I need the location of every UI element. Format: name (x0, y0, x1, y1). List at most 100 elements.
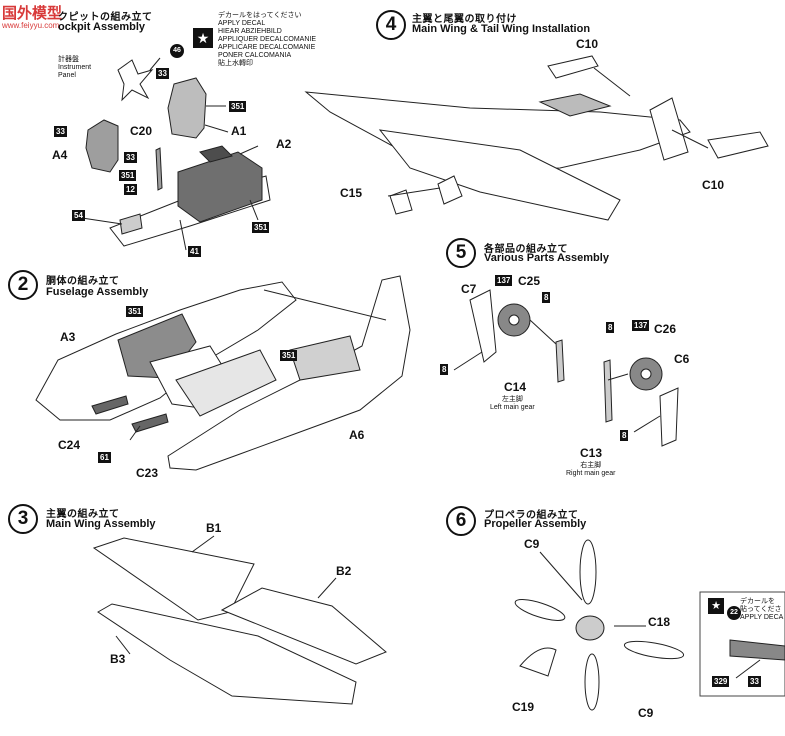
step1-part-46: 46 (170, 44, 184, 58)
decal-star-icon: ★ (193, 28, 213, 48)
exhaust-right (131, 413, 169, 433)
instrument-panel-label: 計器盤 Instrument Panel (58, 56, 91, 80)
step1-label-a2: A2 (276, 137, 292, 151)
ip-line-3: Panel (58, 72, 76, 79)
step2-box-61: 61 (98, 452, 111, 463)
step2-label-c23: C23 (136, 466, 159, 480)
step3-title-en: Main Wing Assembly (46, 518, 156, 530)
step5-box-137b: 137 (632, 320, 650, 331)
decal-line-5: APPLICARE DECALCOMANIE (218, 44, 316, 51)
ip-line-2: Instrument (58, 64, 92, 71)
side-note-line-3: APPLY DECA (740, 614, 784, 621)
main-wing-upper-right (220, 587, 387, 665)
side-note-line-2: 貼ってくださ (740, 606, 782, 613)
fin (649, 97, 689, 161)
step1-box-351a: 351 (229, 101, 247, 112)
step3-number: 3 (8, 504, 38, 534)
right-gear-ja: 右主脚 (580, 462, 602, 469)
step1-box-12: 12 (124, 184, 137, 195)
blade-top (579, 539, 597, 605)
decal-line-2: APPLY DECAL (218, 20, 266, 27)
step5-label-c7: C7 (461, 282, 477, 296)
step6-title-en: Propeller Assembly (484, 518, 587, 530)
step1-title-en: ockpit Assembly (58, 21, 146, 33)
radio-box (177, 151, 263, 223)
tail-plane-c10-bottom (707, 131, 769, 159)
step1-box-33c: 33 (124, 152, 137, 163)
step1-box-41: 41 (188, 246, 201, 257)
step6-label-c9a: C9 (524, 537, 540, 551)
main-wing-upper-left (92, 537, 255, 621)
side-note-text: デカールを 貼ってくださ APPLY DECA (740, 598, 783, 622)
step1-box-33a: 33 (156, 68, 169, 79)
aircraft-wing (378, 129, 621, 221)
step5-label-c13: C13 (580, 446, 603, 460)
strut-c14 (555, 339, 565, 383)
blade-bottom (584, 653, 600, 711)
step5-number: 5 (446, 238, 476, 268)
watermark-logo: 国外模型 (2, 5, 63, 22)
step1-box-351b: 351 (119, 170, 137, 181)
step4-label-c10a: C10 (576, 37, 599, 51)
gear-door-c7 (469, 289, 497, 363)
step5-box-8d: 8 (620, 430, 629, 441)
left-gear-ja: 左主脚 (501, 396, 523, 403)
watermark-url: www.feiyyu.com (2, 21, 60, 30)
step1-label-c20: C20 (130, 124, 153, 138)
step2-number: 2 (8, 270, 38, 300)
step6-label-c18: C18 (648, 615, 671, 629)
right-gear-caption: 右主脚 Right main gear (566, 462, 615, 478)
tail-plane-c10-top (547, 55, 599, 79)
step1-label-a4: A4 (52, 148, 68, 162)
side-box-33: 33 (748, 676, 761, 687)
step1-box-351c: 351 (252, 222, 270, 233)
step4-label-c15: C15 (340, 186, 363, 200)
left-gear-en: Left main gear (490, 404, 535, 411)
blade-left (514, 599, 566, 621)
instrument-panel-decal-cross (117, 59, 154, 102)
step3-label-b2: B2 (336, 564, 352, 578)
step6-label-c9b: C9 (638, 706, 654, 720)
step1-label-a1: A1 (231, 124, 247, 138)
decal-notice: ★ (193, 28, 213, 48)
gear-door-c6 (659, 387, 679, 447)
step4-title-ja: 主翼と尾翼の取り付け (412, 14, 517, 25)
blade-right (623, 640, 685, 660)
step1-box-54: 54 (72, 210, 85, 221)
decal-line-7: 貼上水轉印 (218, 60, 253, 67)
step5-label-c26: C26 (654, 322, 677, 336)
decal-line-4: APPLIQUER DECALCOMANIE (218, 36, 317, 43)
step3-title-ja: 主翼の組み立て (46, 509, 120, 520)
hub (575, 615, 605, 641)
step2-label-a3: A3 (60, 330, 76, 344)
exhaust-left (91, 395, 129, 415)
side-note-line-1: デカールを (740, 598, 775, 605)
left-gear-caption: 左主脚 Left main gear (490, 396, 535, 412)
step1-box-33b: 33 (54, 126, 67, 137)
step2-label-c24: C24 (58, 438, 81, 452)
step5-label-c6: C6 (674, 352, 690, 366)
step5-label-c25: C25 (518, 274, 541, 288)
decal-notice-text: デカールをはってください APPLY DECAL HIEAR ABZIEHBIL… (218, 12, 316, 68)
armor-plate-part (85, 119, 119, 173)
decal-line-1: デカールをはってください (218, 12, 302, 19)
air-scoop-c15 (389, 189, 413, 215)
ip-line-1: 計器盤 (58, 56, 79, 63)
step5-title-ja: 各部品の組み立て (484, 244, 568, 255)
side-part-22: 22 (727, 606, 741, 620)
step2-title-ja: 胴体の組み立て (46, 276, 120, 287)
side-box-329: 329 (712, 676, 730, 687)
step5-title-en: Various Parts Assembly (484, 252, 609, 264)
step3-label-b3: B3 (110, 652, 126, 666)
step5-box-137a: 137 (495, 275, 513, 286)
step2-box-351a: 351 (126, 306, 144, 317)
step5-box-8a: 8 (542, 292, 551, 303)
step6-number: 6 (446, 506, 476, 536)
strut-c13 (603, 359, 613, 423)
decal-line-6: PONER CALCOMANIA (218, 52, 292, 59)
step4-label-c10b: C10 (702, 178, 725, 192)
main-wing-lower (97, 603, 357, 705)
step1-title-ja: クピットの組み立て (58, 12, 153, 23)
side-decal-star-icon: ★ (708, 598, 724, 614)
step4-title-en: Main Wing & Tail Wing Installation (412, 23, 591, 35)
